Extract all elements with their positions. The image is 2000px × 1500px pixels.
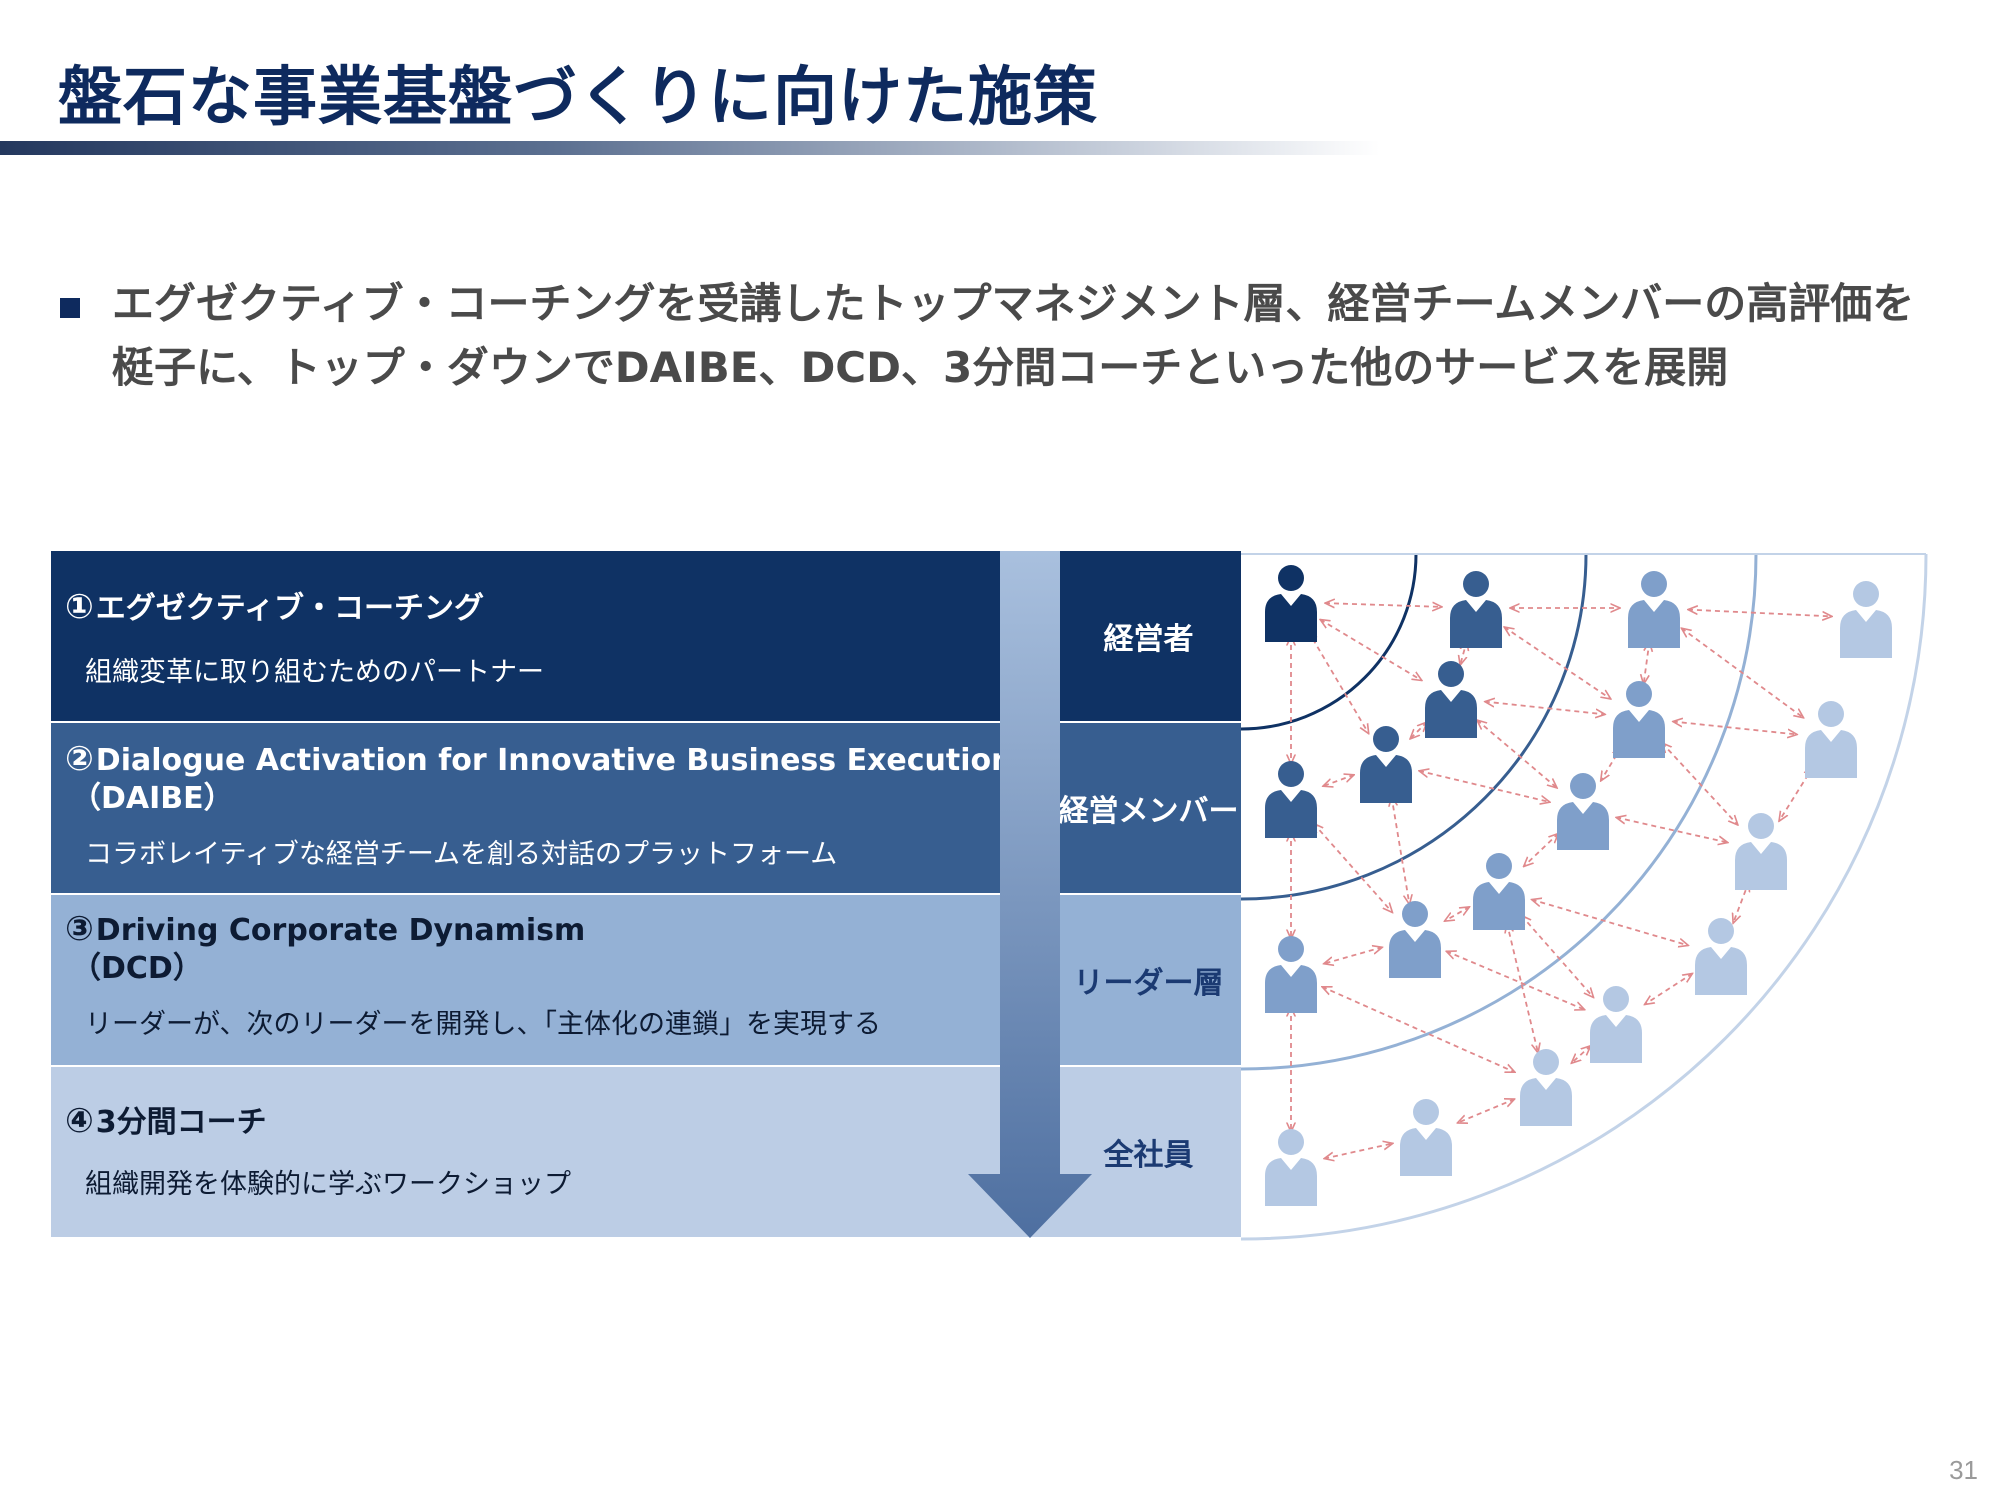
connector-arrow bbox=[1524, 833, 1559, 866]
connector-arrow bbox=[1571, 1046, 1590, 1064]
connector-arrow bbox=[1392, 797, 1410, 905]
organization-network-diagram bbox=[1241, 553, 1928, 1241]
person-silhouette-icon bbox=[1473, 853, 1525, 930]
connector-arrow bbox=[1410, 722, 1427, 739]
down-arrow-icon bbox=[968, 551, 1092, 1238]
person-silhouette-icon bbox=[1557, 773, 1609, 850]
connector-arrow bbox=[1325, 603, 1442, 607]
bullet-text: エグゼクティブ・コーチングを受講したトップマネジメント層、経営チームメンバーの高… bbox=[112, 272, 1962, 400]
connector-arrow bbox=[1322, 985, 1515, 1074]
person-silhouette-icon bbox=[1360, 726, 1412, 803]
tier-arc bbox=[1241, 553, 1928, 1241]
connector-arrow bbox=[1308, 631, 1368, 733]
level-label-executive: 経営者 bbox=[1103, 622, 1194, 657]
person-silhouette-icon bbox=[1628, 571, 1680, 648]
connector-arrow bbox=[1521, 916, 1593, 998]
service-subtitle: （DCD） bbox=[71, 951, 203, 986]
person-silhouette-icon bbox=[1805, 701, 1857, 778]
person-silhouette-icon bbox=[1400, 1099, 1452, 1176]
person-silhouette-icon bbox=[1265, 1129, 1317, 1206]
person-silhouette-icon bbox=[1613, 681, 1665, 758]
title-underline bbox=[0, 141, 1380, 155]
square-bullet-icon bbox=[60, 298, 80, 318]
person-silhouette-icon bbox=[1695, 918, 1747, 995]
service-title: ④3分間コーチ bbox=[65, 1101, 267, 1141]
connector-arrow bbox=[1645, 973, 1693, 1004]
connector-arrow bbox=[1616, 817, 1728, 842]
connector-arrow bbox=[1532, 900, 1689, 946]
connector-arrow bbox=[1477, 720, 1557, 788]
person-silhouette-icon bbox=[1265, 936, 1317, 1013]
service-description: 組織変革に取り組むためのパートナー bbox=[85, 657, 544, 688]
connector-arrow bbox=[1485, 702, 1605, 715]
service-description: リーダーが、次のリーダーを開発し、「主体化の連鎖」を実現する bbox=[85, 1009, 881, 1040]
connector-arrow bbox=[1324, 1143, 1393, 1158]
service-subtitle: （DAIBE） bbox=[71, 781, 234, 816]
connector-arrow bbox=[1688, 610, 1832, 617]
connector-arrow bbox=[1323, 775, 1354, 786]
person-silhouette-icon bbox=[1389, 901, 1441, 978]
level-label-management-member: 経営メンバー bbox=[1058, 794, 1239, 829]
connector-arrow bbox=[1457, 1099, 1514, 1123]
page-title: 盤石な事業基盤づくりに向けた施策 bbox=[58, 61, 1098, 135]
service-title: ①エグゼクティブ・コーチング bbox=[65, 587, 484, 627]
person-silhouette-icon bbox=[1840, 581, 1892, 658]
person-silhouette-icon bbox=[1735, 813, 1787, 890]
person-silhouette-icon bbox=[1450, 571, 1502, 648]
connector-arrow bbox=[1445, 907, 1470, 921]
connector-arrow bbox=[1324, 947, 1383, 964]
connector-arrow bbox=[1507, 923, 1538, 1053]
connector-arrow bbox=[1673, 722, 1797, 735]
person-silhouette-icon bbox=[1265, 565, 1317, 642]
level-label-all-employees: 全社員 bbox=[1103, 1138, 1194, 1173]
service-description: 組織開発を体験的に学ぶワークショップ bbox=[85, 1169, 571, 1200]
person-silhouette-icon bbox=[1425, 661, 1477, 738]
person-silhouette-icon bbox=[1265, 761, 1317, 838]
page-number: 31 bbox=[1949, 1455, 1978, 1485]
connector-arrow bbox=[1601, 747, 1622, 781]
service-title: ②Dialogue Activation for Innovative Busi… bbox=[65, 739, 1013, 779]
connector-arrow bbox=[1314, 823, 1393, 912]
connector-arrow bbox=[1733, 882, 1749, 923]
connector-arrow bbox=[1662, 743, 1738, 825]
bullet-line-2: 梃子に、トップ・ダウンでDAIBE、DCD、3分間コーチといった他のサービスを展… bbox=[112, 343, 1729, 392]
bullet-line-1: エグゼクティブ・コーチングを受講したトップマネジメント層、経営チームメンバーの高… bbox=[112, 279, 1915, 328]
service-description: コラボレイティブな経営チームを創る対話のプラットフォーム bbox=[85, 839, 838, 870]
connector-arrow bbox=[1644, 642, 1650, 685]
connector-arrow bbox=[1504, 627, 1611, 699]
service-title: ③Driving Corporate Dynamism bbox=[65, 909, 586, 949]
level-label-leaders: リーダー層 bbox=[1073, 966, 1224, 1001]
connector-arrow bbox=[1681, 628, 1803, 718]
person-silhouette-icon bbox=[1520, 1049, 1572, 1126]
person-silhouette-icon bbox=[1590, 986, 1642, 1063]
connector-arrow bbox=[1419, 771, 1550, 802]
